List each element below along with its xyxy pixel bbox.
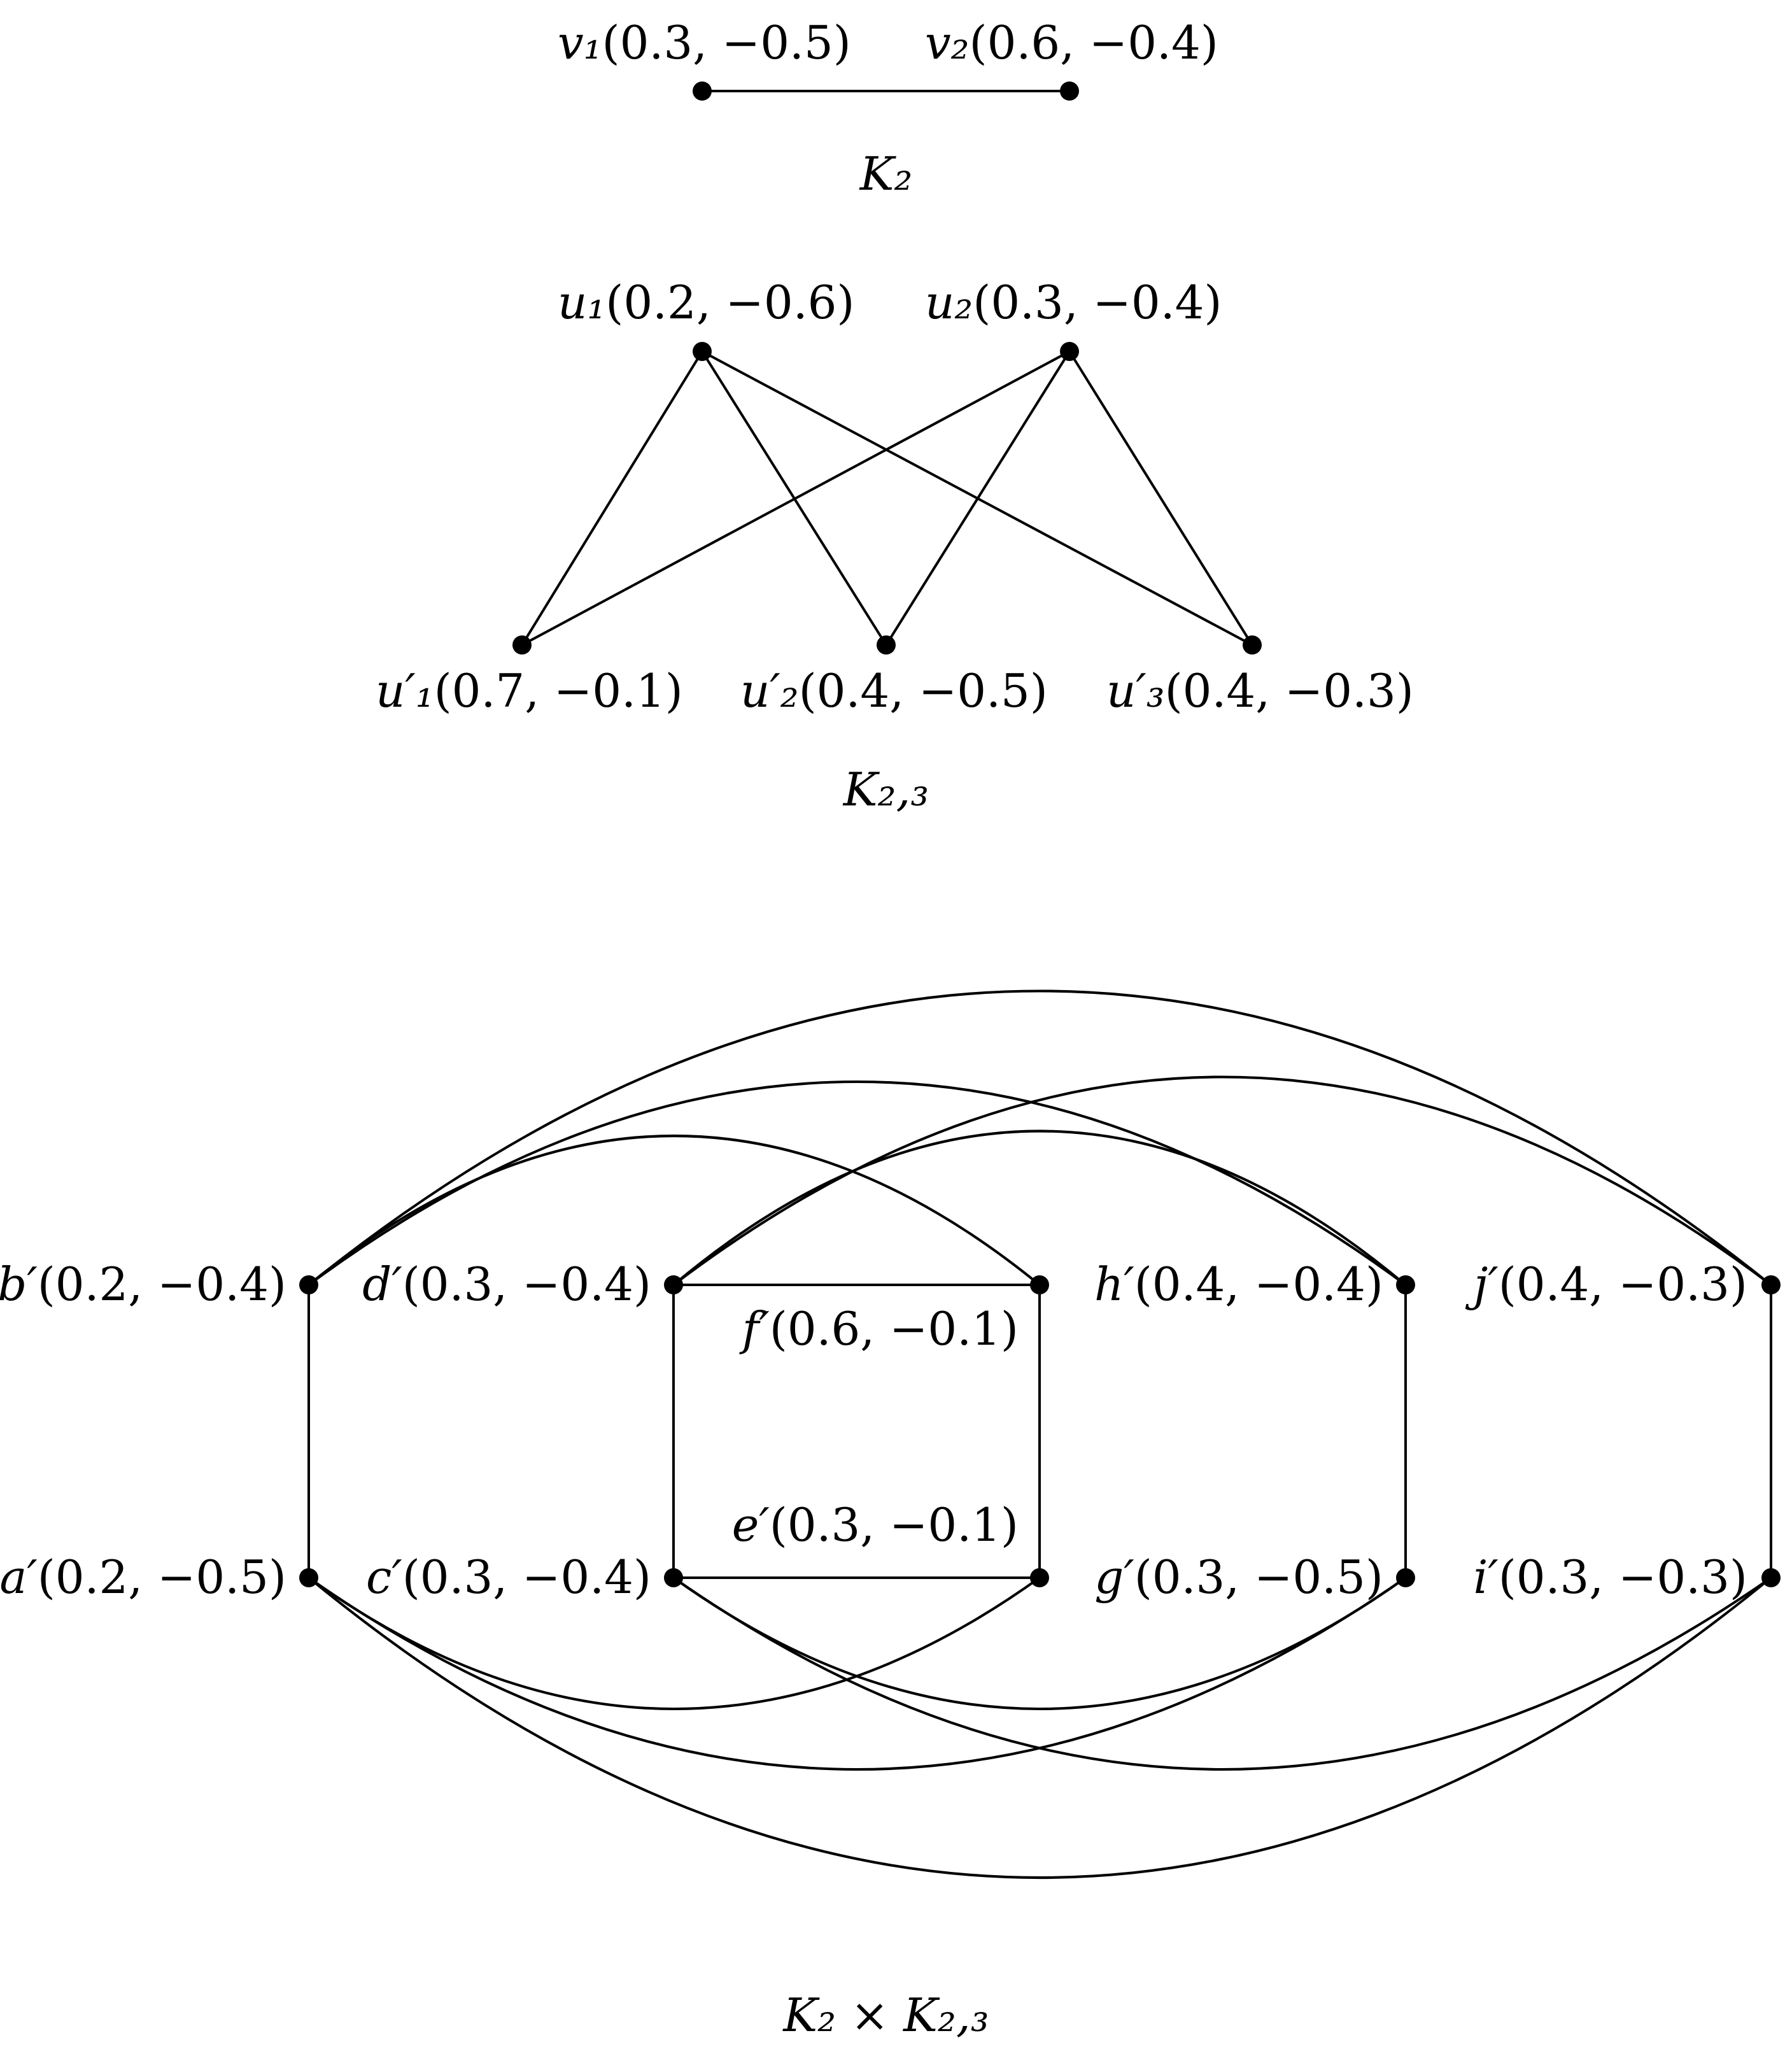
edge-d-h — [672, 1130, 1407, 1286]
vertex-label-j: j′(0.4, −0.3) — [1465, 1257, 1747, 1311]
vertex-label-v1: v₁(0.3, −0.5) — [558, 16, 851, 69]
edge-b-f — [307, 1135, 1041, 1286]
vertex-v1 — [693, 81, 712, 101]
caption-product: K₂ × K₂,₃ — [782, 1988, 989, 2042]
edge-a-i — [307, 1576, 1772, 1879]
vertex-f — [1030, 1275, 1049, 1294]
vertex-label-i: i′(0.3, −0.3) — [1473, 1550, 1747, 1604]
vertex-label-u2p: u′₂(0.4, −0.5) — [740, 664, 1048, 718]
vertex-label-u1: u₁(0.2, −0.6) — [558, 276, 855, 329]
vertex-a — [299, 1568, 318, 1587]
vertex-label-e: e′(0.3, −0.1) — [732, 1498, 1019, 1552]
edge-u2-u3p — [1068, 350, 1253, 646]
edge-c-g — [672, 1576, 1407, 1710]
vertex-v2 — [1060, 81, 1079, 101]
vertex-label-v2: v₂(0.6, −0.4) — [925, 16, 1218, 69]
edge-u2-u2p — [885, 350, 1071, 646]
vertex-u2p — [877, 635, 896, 655]
caption-k2: K₂ — [859, 147, 913, 201]
vertex-g — [1396, 1568, 1415, 1587]
vertex-label-u2: u₂(0.3, −0.4) — [925, 276, 1222, 329]
vertex-e — [1030, 1568, 1049, 1587]
graph-k23: u₁(0.2, −0.6) u₂(0.3, −0.4) u′₁(0.7, −0.… — [376, 276, 1414, 816]
vertex-label-d: d′(0.3, −0.4) — [362, 1257, 651, 1311]
vertex-label-g: g′(0.3, −0.5) — [1094, 1550, 1383, 1604]
vertex-u2 — [1060, 342, 1079, 361]
edge-b-j — [307, 989, 1772, 1286]
vertex-d — [664, 1275, 683, 1294]
vertex-u1 — [693, 342, 712, 361]
vertex-u1p — [512, 635, 532, 655]
vertex-label-b: b′(0.2, −0.4) — [0, 1257, 286, 1311]
edge-b-h — [307, 1080, 1407, 1286]
edge-u1-u1p — [521, 350, 703, 646]
edge-a-e — [307, 1576, 1041, 1710]
vertex-c — [664, 1568, 683, 1587]
vertex-j — [1761, 1275, 1781, 1294]
vertex-label-c: c′(0.3, −0.4) — [366, 1550, 651, 1604]
vertex-label-f: f′(0.6, −0.1) — [739, 1302, 1019, 1356]
vertex-label-h: h′(0.4, −0.4) — [1094, 1257, 1383, 1311]
vertex-i — [1761, 1568, 1781, 1587]
vertex-b — [299, 1275, 318, 1294]
vertex-label-u1p: u′₁(0.7, −0.1) — [376, 664, 683, 718]
graph-k2: v₁(0.3, −0.5) v₂(0.6, −0.4) K₂ — [558, 16, 1218, 201]
vertex-h — [1396, 1275, 1415, 1294]
vertex-label-u3p: u′₃(0.4, −0.3) — [1106, 664, 1414, 718]
graph-product: b′(0.2, −0.4) d′(0.3, −0.4) h′(0.4, −0.4… — [0, 989, 1781, 2042]
edge-u2-u1p — [521, 350, 1070, 646]
edge-a-g — [307, 1576, 1407, 1771]
vertex-label-a: a′(0.2, −0.5) — [0, 1550, 286, 1604]
caption-k23: K₂,₃ — [842, 763, 929, 816]
vertex-u3p — [1243, 635, 1262, 655]
edge-c-i — [672, 1576, 1772, 1771]
edge-d-j — [672, 1075, 1772, 1286]
